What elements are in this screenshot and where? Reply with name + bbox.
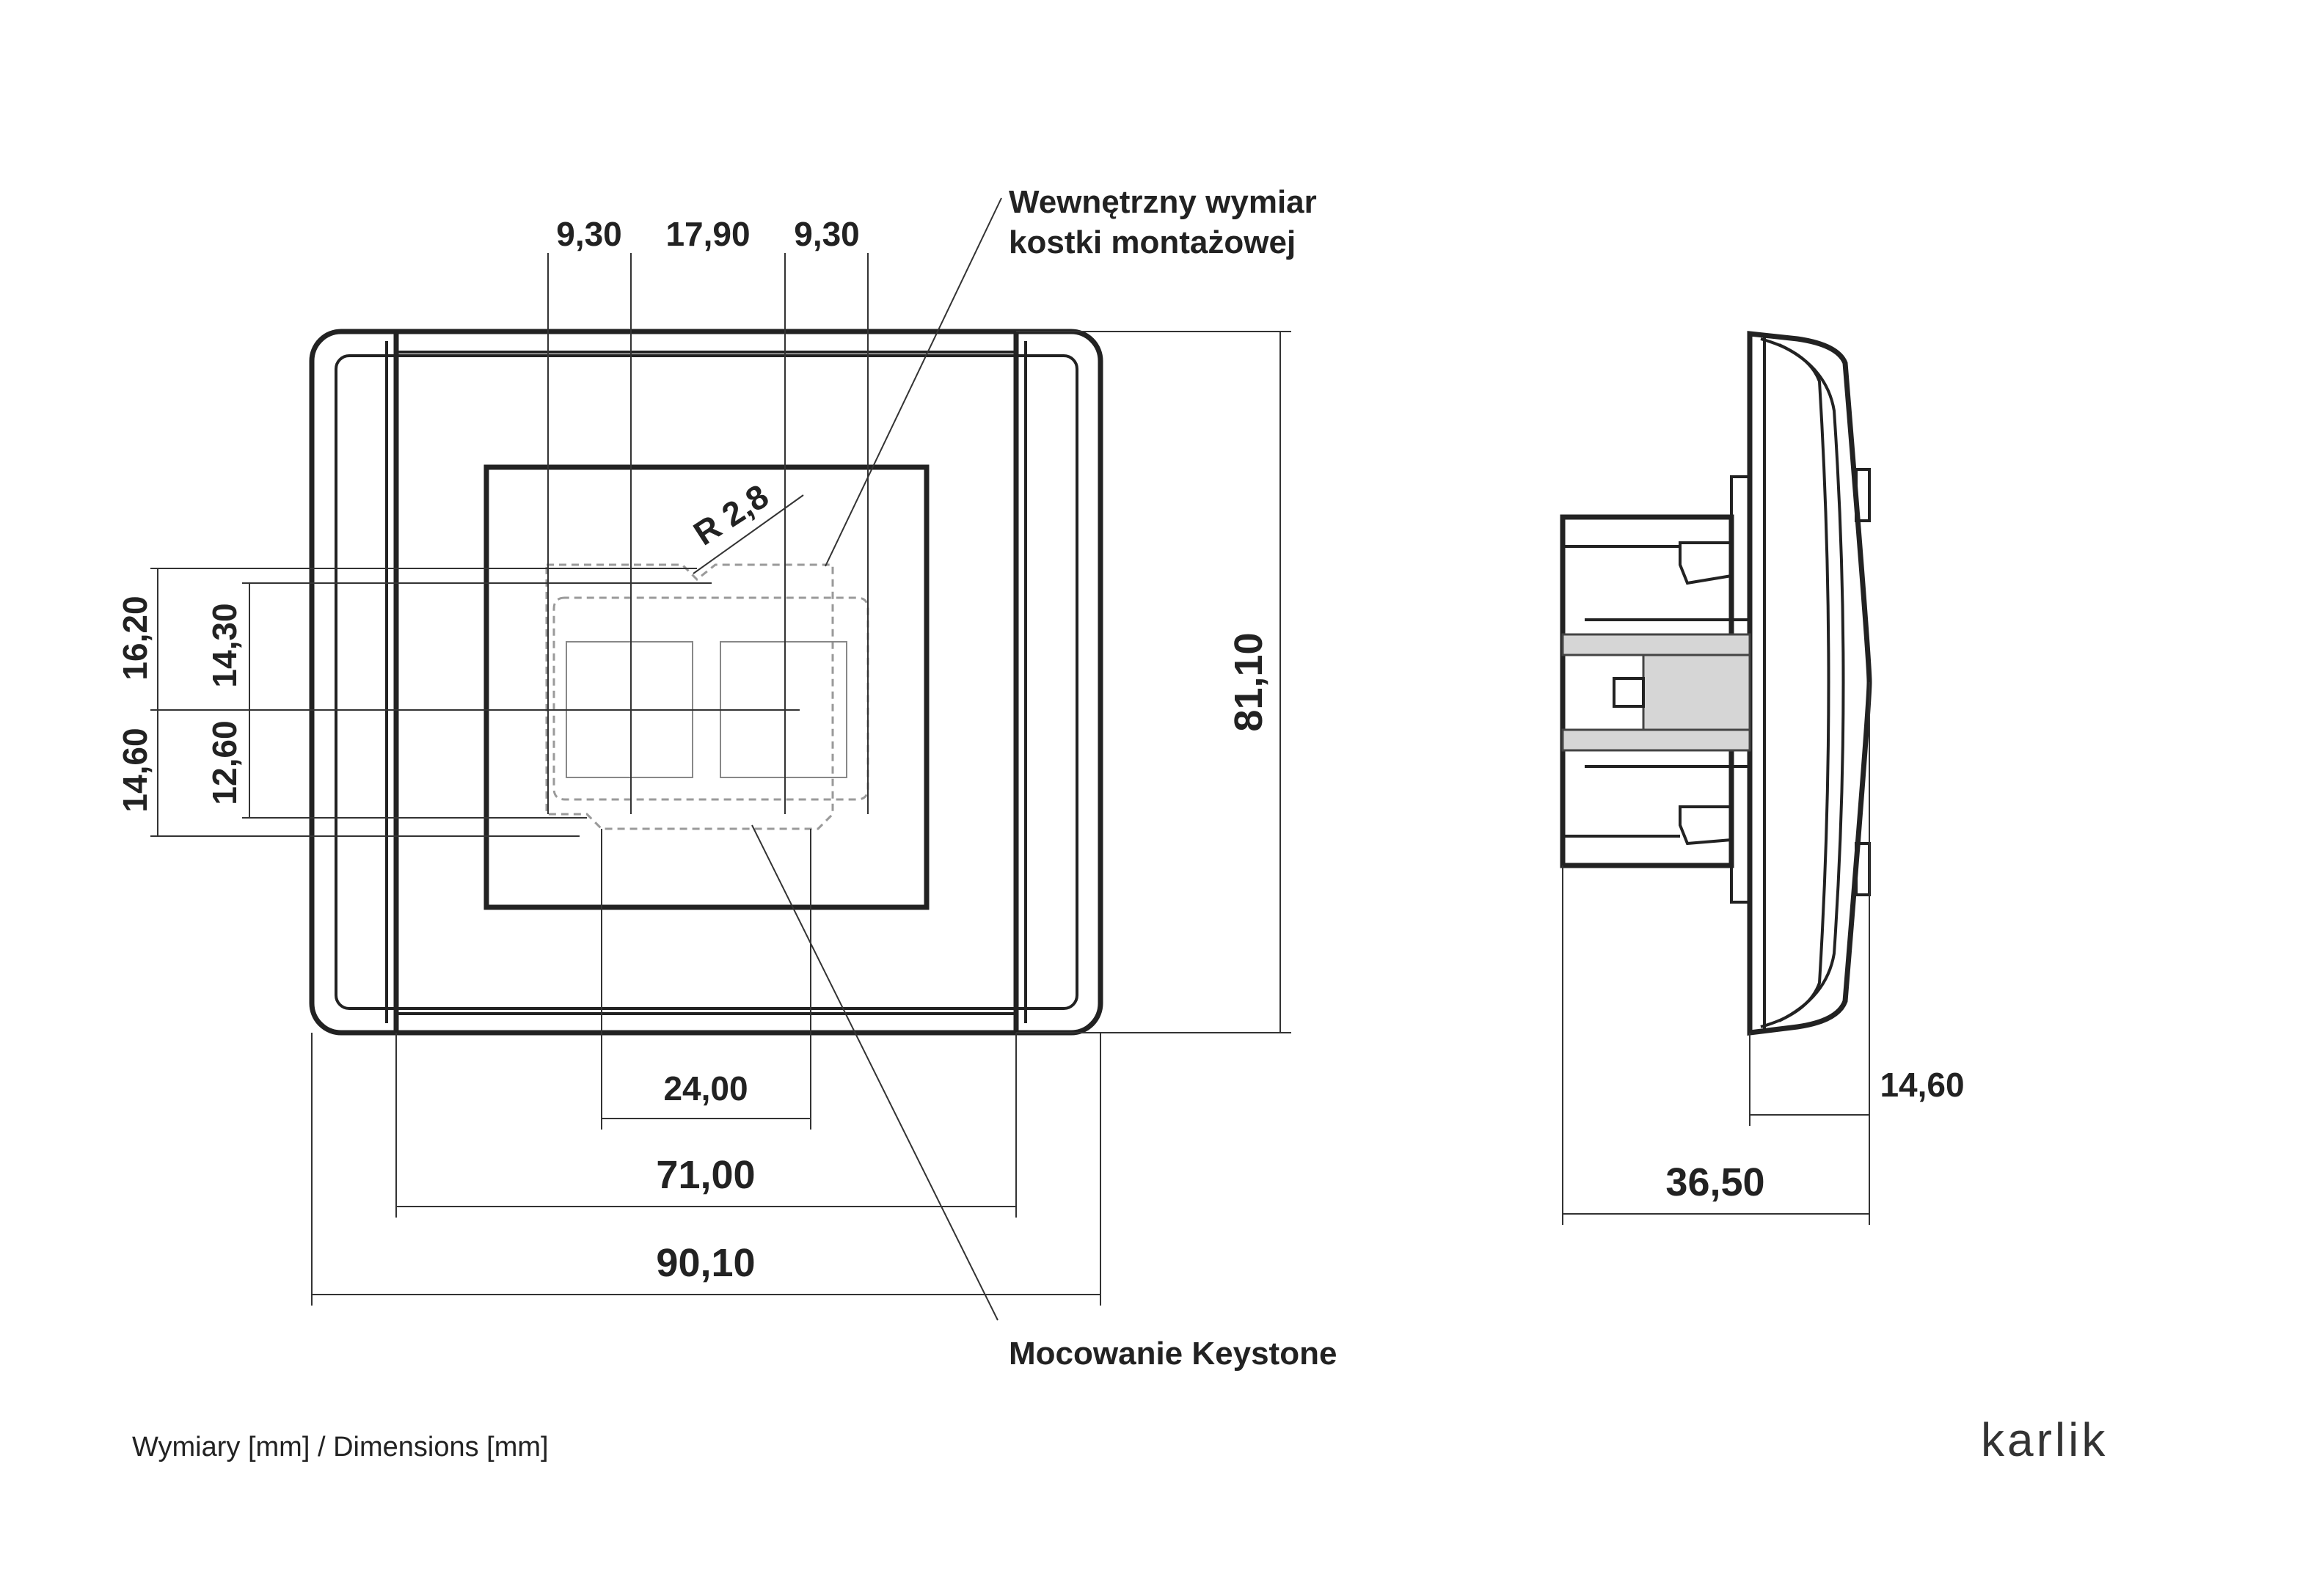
brand-logo: karlik: [1981, 1413, 2108, 1466]
center-plate: [393, 329, 1019, 1036]
dim-keystone-spacing: 24,00: [663, 1069, 748, 1108]
dim-top-left: 9,30: [556, 215, 622, 253]
dim-top-middle: 17,90: [665, 215, 750, 253]
dim-radius: R 2,8: [687, 477, 775, 552]
callout-mounting-box-line2: kostki montażowej: [1009, 224, 1296, 260]
dim-frame-outer-width: 90,10: [656, 1241, 755, 1285]
insert-frame: [483, 464, 930, 910]
dim-left-inner-lower: 12,60: [205, 720, 244, 805]
outer-frame-inner-edge: [335, 354, 1078, 1010]
units-note: Wymiary [mm] / Dimensions [mm]: [132, 1432, 549, 1463]
dim-side-protrusion: 14,60: [1880, 1066, 1964, 1104]
outer-frame: [309, 329, 1103, 1036]
side-cover: [1747, 331, 1872, 1036]
mounting-box-outline: [545, 563, 834, 830]
dim-side-depth: 36,50: [1665, 1160, 1764, 1204]
callout-mounting-box-line1: Wewnętrzny wymiar: [1009, 184, 1317, 220]
callout-keystone: Mocowanie Keystone: [1009, 1336, 1337, 1372]
side-view: [1560, 331, 1872, 1036]
side-dimension-lines: [1562, 682, 1870, 1225]
dim-height: 81,10: [1227, 632, 1271, 731]
dim-left-inner-upper: 14,30: [205, 603, 244, 687]
dim-frame-inner-width: 71,00: [656, 1153, 755, 1197]
dim-left-outer-lower: 14,60: [116, 728, 154, 812]
dim-top-right: 9,30: [794, 215, 860, 253]
front-dimension-lines: [150, 197, 1291, 1321]
dim-left-outer-upper: 16,20: [116, 596, 154, 680]
front-view: [309, 329, 1103, 1036]
